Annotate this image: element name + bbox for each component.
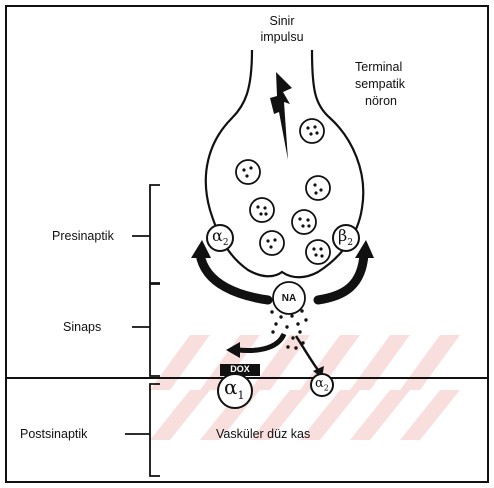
post-alpha1-symbol: α1: [224, 380, 245, 403]
neuron-label-3: nöron: [365, 94, 397, 109]
na-label: NA: [275, 291, 303, 306]
presynaptic-label: Presinaptik: [52, 229, 114, 244]
impulse-label-2: impulsu: [253, 30, 311, 45]
bracket-presynaptic: [150, 185, 160, 283]
postsynaptic-label: Postsinaptik: [20, 427, 87, 442]
neuron-label-1: Terminal: [355, 60, 402, 75]
brackets: [125, 185, 160, 476]
post-alpha2-symbol: α2: [315, 376, 329, 396]
lightning-icon: [270, 72, 292, 160]
synapse-label: Sinaps: [63, 320, 101, 335]
arrow-to-alpha2: [296, 336, 318, 370]
neuron-label-2: sempatik: [355, 77, 405, 92]
pre-beta-symbol: β2: [338, 228, 353, 251]
bracket-synapse: [150, 284, 160, 376]
impulse-label-1: Sinir: [257, 14, 307, 29]
dox-label: DOX: [220, 363, 260, 376]
pre-alpha-symbol: α2: [212, 228, 229, 251]
muscle-label: Vasküler düz kas: [216, 427, 310, 442]
feedback-arrow-left: [200, 254, 268, 300]
